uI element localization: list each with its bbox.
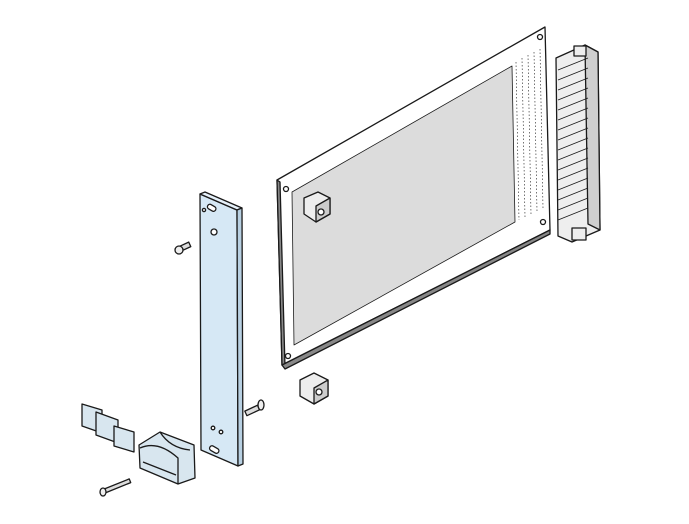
screw-handle (99, 478, 132, 497)
mounting-block-lower (299, 372, 329, 405)
mounting-hole (282, 185, 290, 193)
edge-connector (555, 44, 601, 243)
screw-panel-bottom (244, 399, 265, 417)
mounting-hole (284, 352, 292, 360)
mounting-hole (536, 33, 544, 41)
connector-flange (571, 227, 587, 241)
circuit-board (276, 26, 551, 370)
handle (138, 431, 196, 485)
handle-label-insert (81, 403, 135, 453)
mounting-block-upper (303, 191, 331, 223)
front-panel (199, 191, 244, 467)
connector-flange (573, 45, 587, 57)
screw-panel-top (174, 241, 192, 255)
mounting-hole (539, 218, 547, 226)
